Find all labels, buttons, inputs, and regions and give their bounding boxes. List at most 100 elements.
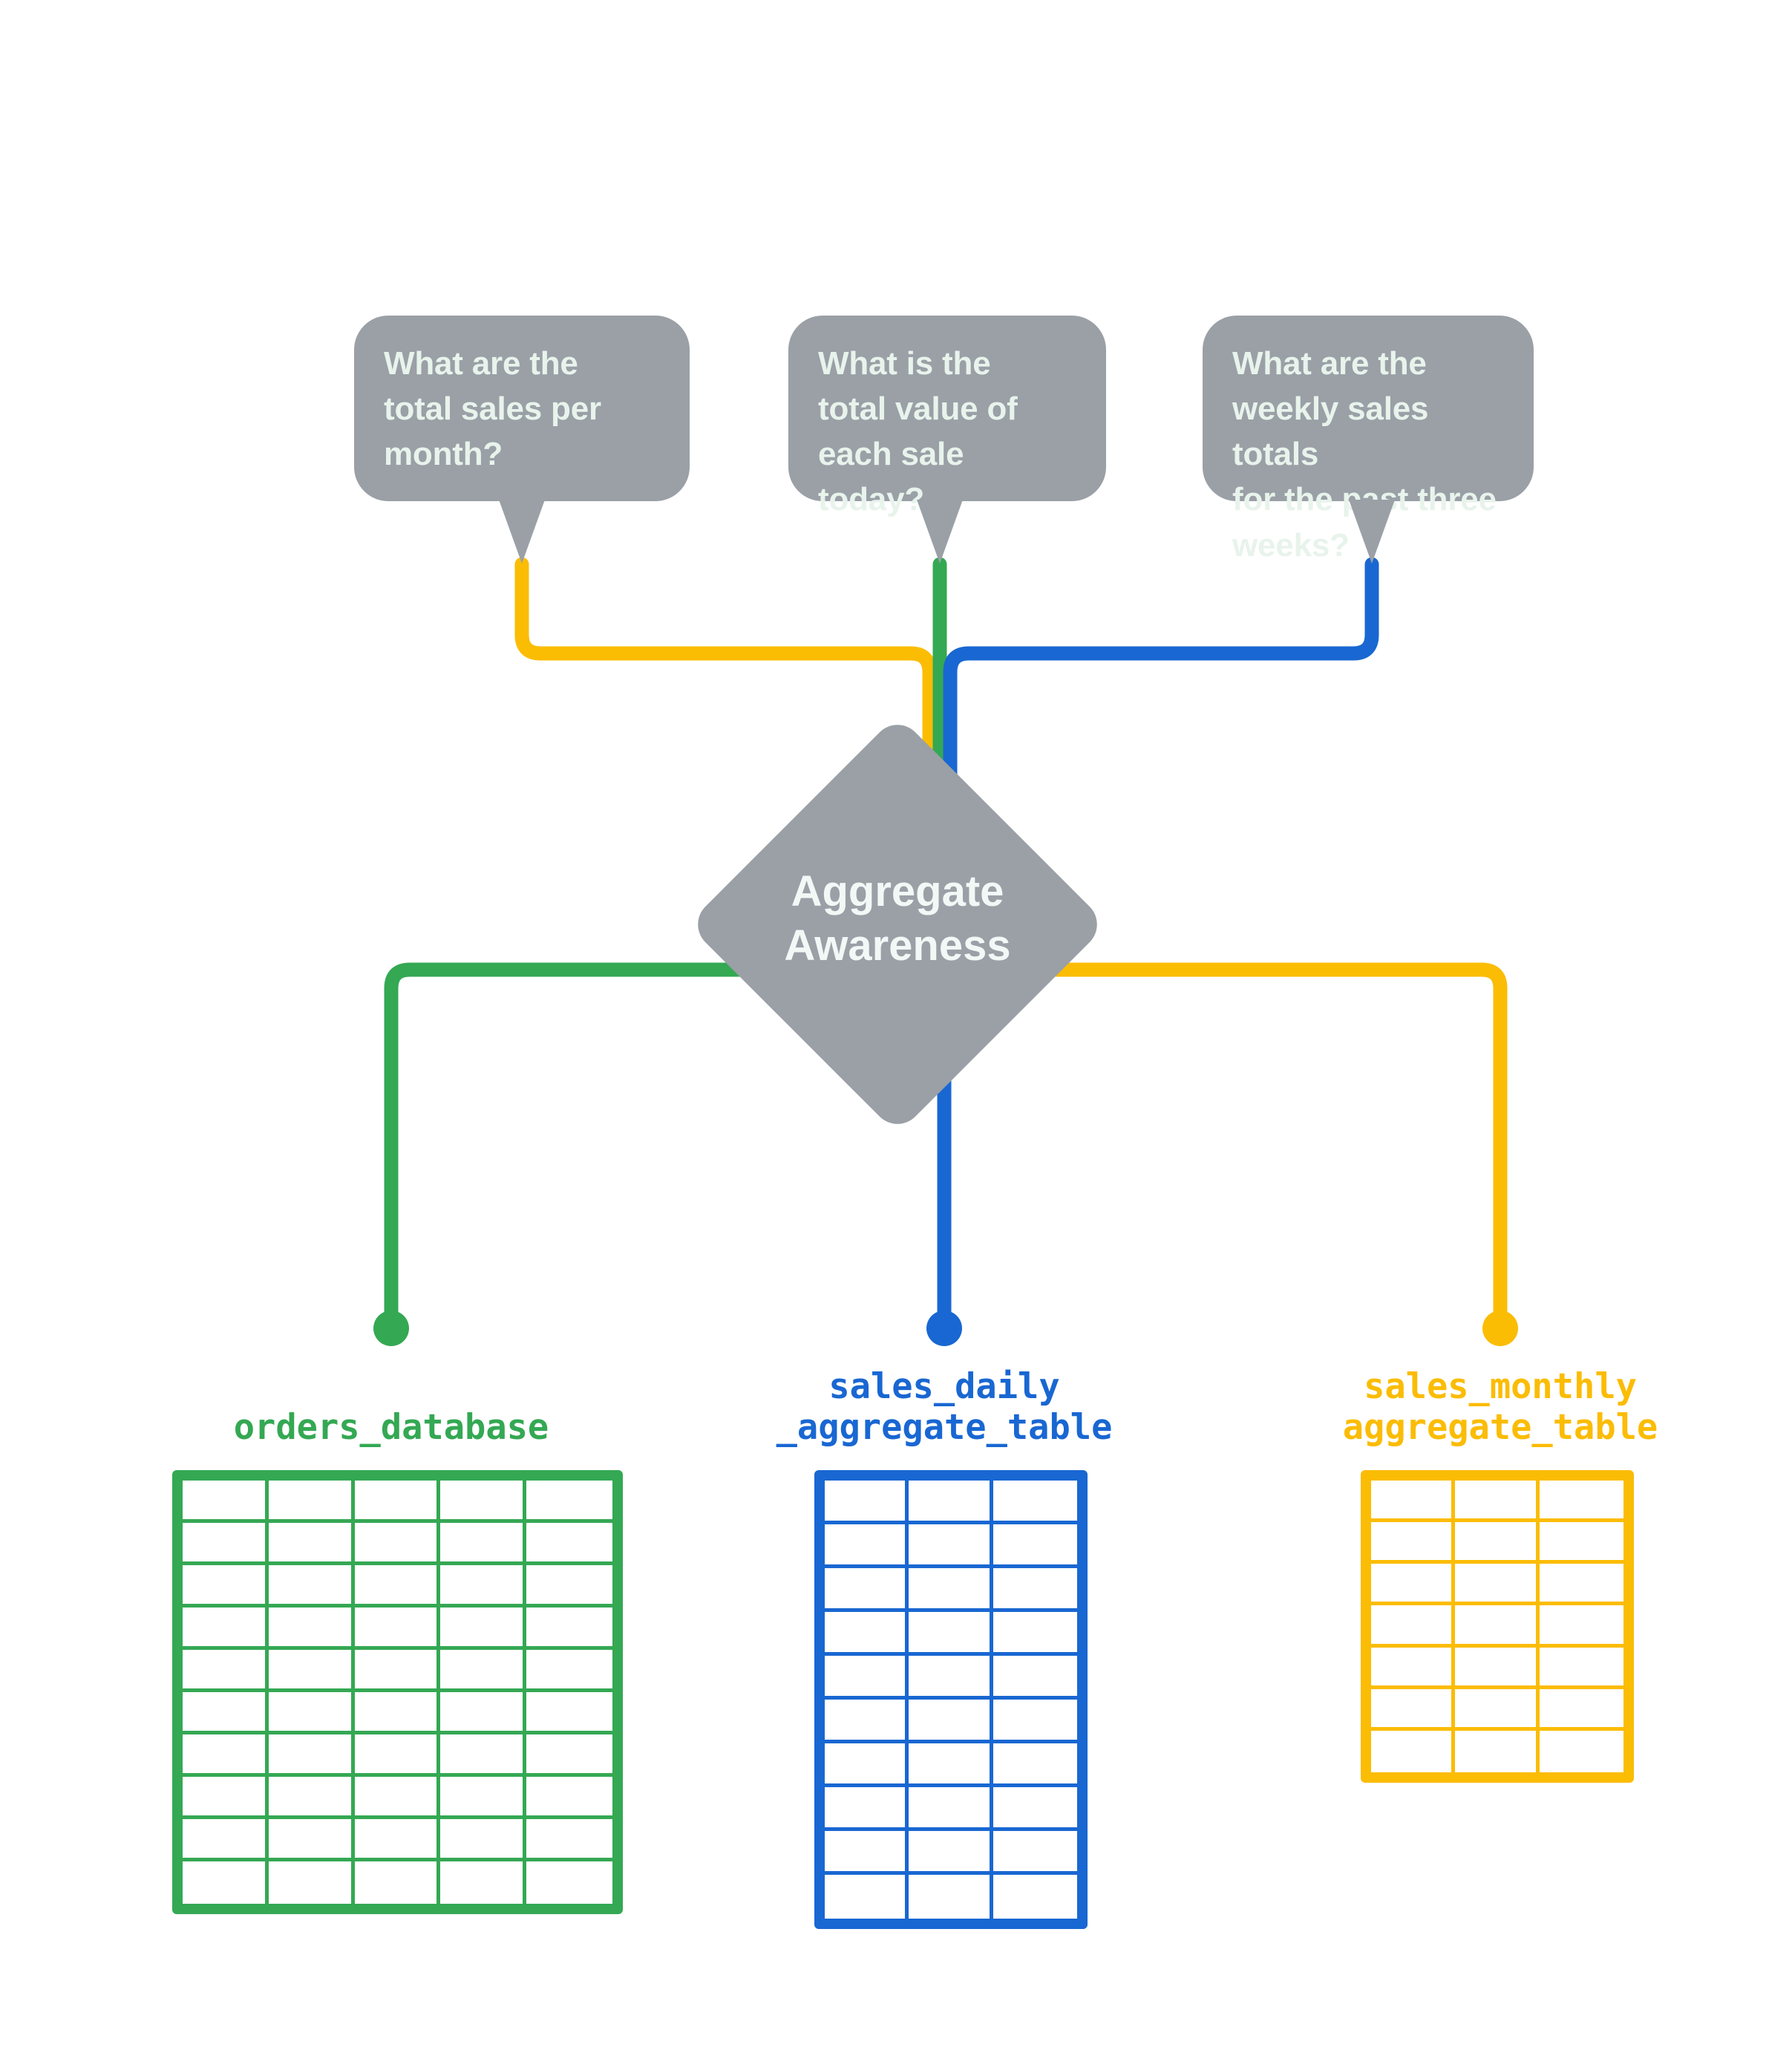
question-bubble-weekly-tail	[1349, 500, 1395, 564]
table-cell	[526, 1565, 612, 1608]
table-cell	[1371, 1481, 1456, 1523]
table-cell	[909, 1568, 993, 1612]
table-cell	[268, 1692, 355, 1734]
table-grid-sales-daily[interactable]	[814, 1470, 1088, 1929]
table-cell	[825, 1831, 909, 1875]
table-cell	[183, 1523, 269, 1565]
table-cell	[825, 1612, 909, 1656]
table-cell	[268, 1819, 355, 1861]
endpoint-dot-yellow	[1482, 1311, 1518, 1346]
table-cell	[909, 1787, 993, 1831]
table-cell	[183, 1819, 269, 1861]
table-cell	[993, 1700, 1077, 1743]
table-cell	[183, 1777, 269, 1819]
table-cell	[526, 1481, 612, 1523]
table-cell	[825, 1875, 909, 1919]
table-cell	[268, 1608, 355, 1650]
question-bubble-weekly-text: What are the weekly sales totals for the…	[1232, 345, 1497, 564]
table-cell	[183, 1734, 269, 1777]
table-cell	[354, 1692, 441, 1734]
table-cell	[354, 1608, 441, 1650]
table-cell	[440, 1481, 527, 1523]
table-cell	[1455, 1481, 1540, 1523]
table-cell	[1539, 1564, 1623, 1606]
table-cell	[909, 1700, 993, 1743]
table-cell	[825, 1787, 909, 1831]
table-cell	[825, 1568, 909, 1612]
question-bubble-daily-text: What is the total value of each sale tod…	[818, 345, 1018, 518]
table-cell	[354, 1777, 441, 1819]
table-cell	[1371, 1688, 1456, 1731]
question-bubble-daily-tail	[917, 500, 963, 564]
wire-yellow-question	[514, 557, 937, 783]
table-cell	[1371, 1647, 1456, 1689]
table-cell	[1371, 1564, 1456, 1606]
table-cell	[526, 1819, 612, 1861]
table-cell	[909, 1656, 993, 1700]
question-bubble-weekly[interactable]: What are the weekly sales totals for the…	[1203, 316, 1534, 564]
table-cell	[183, 1650, 269, 1692]
table-cell	[440, 1861, 527, 1904]
table-cell	[1455, 1730, 1540, 1772]
table-cell	[268, 1481, 355, 1523]
table-cell	[526, 1692, 612, 1734]
table-cell	[825, 1743, 909, 1787]
table-cell	[354, 1481, 441, 1523]
table-cell	[1539, 1648, 1623, 1689]
table-cell	[354, 1650, 441, 1692]
table-cell	[440, 1523, 527, 1565]
table-cell	[909, 1481, 993, 1524]
table-cell	[183, 1861, 269, 1904]
table-cell	[909, 1524, 993, 1568]
table-cell	[993, 1875, 1077, 1919]
table-cell	[354, 1734, 441, 1777]
table-cell	[526, 1650, 612, 1692]
table-cell	[909, 1831, 993, 1875]
table-cell	[909, 1875, 993, 1919]
table-cell	[1455, 1564, 1540, 1606]
table-label-sales-monthly: sales_monthly aggregate_table	[1342, 1366, 1658, 1449]
table-cell	[993, 1743, 1077, 1787]
table-cell	[1455, 1605, 1540, 1648]
table-cell	[268, 1565, 355, 1608]
table-cell	[993, 1831, 1077, 1875]
table-cell	[909, 1612, 993, 1656]
question-bubble-monthly[interactable]: What are the total sales per month?	[354, 316, 690, 501]
table-cell	[1455, 1647, 1540, 1689]
wire-yellow-table	[1039, 962, 1508, 1322]
table-cell	[440, 1608, 527, 1650]
table-cell	[440, 1650, 527, 1692]
table-cell	[825, 1656, 909, 1700]
table-cell	[1540, 1731, 1623, 1772]
table-cell	[993, 1524, 1077, 1568]
table-cell	[269, 1861, 355, 1904]
table-cell	[183, 1481, 269, 1523]
question-bubble-daily[interactable]: What is the total value of each sale tod…	[788, 316, 1106, 518]
table-grid-orders-database[interactable]	[172, 1470, 623, 1914]
table-cell	[268, 1523, 355, 1565]
table-cell	[183, 1608, 269, 1650]
table-cell	[1455, 1688, 1540, 1731]
table-cell	[440, 1819, 527, 1861]
table-cell	[1455, 1522, 1540, 1564]
table-cell	[268, 1650, 355, 1692]
table-cell	[526, 1523, 612, 1565]
question-bubble-monthly-text: What are the total sales per month?	[384, 345, 601, 473]
table-cell	[1539, 1689, 1623, 1731]
table-cell	[526, 1777, 612, 1819]
table-cell	[1371, 1730, 1456, 1772]
aggregate-awareness-node[interactable]: Aggregate Awareness	[687, 714, 1108, 1135]
table-cell	[825, 1524, 909, 1568]
table-cell	[993, 1612, 1077, 1656]
table-cell	[825, 1481, 909, 1524]
diamond-shape	[687, 714, 1108, 1135]
table-cell	[440, 1777, 527, 1819]
question-bubble-monthly-tail	[499, 500, 545, 564]
table-cell	[268, 1777, 355, 1819]
endpoint-dot-green	[373, 1311, 409, 1346]
table-grid-sales-monthly[interactable]	[1361, 1470, 1634, 1783]
table-cell	[183, 1565, 269, 1608]
table-cell	[1539, 1605, 1623, 1648]
table-cell	[993, 1656, 1077, 1700]
